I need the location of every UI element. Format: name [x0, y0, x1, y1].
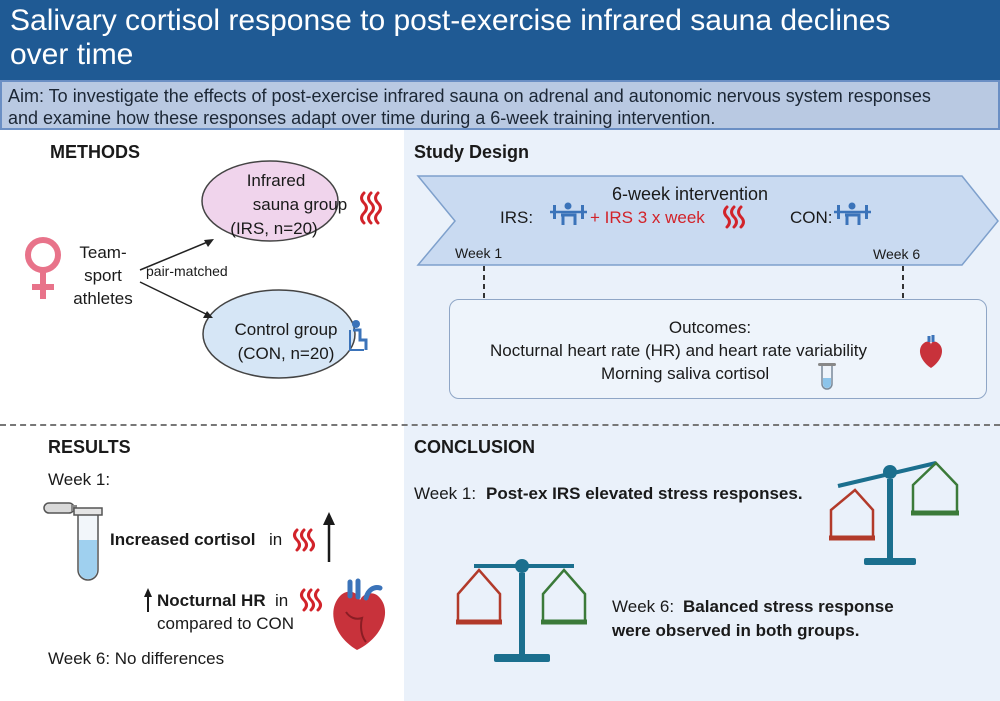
weightlifter-icon	[834, 202, 871, 225]
sauna-heat-icon	[723, 205, 745, 229]
nocturnal-hr-text: Nocturnal HR	[157, 591, 266, 610]
outcomes-title: Outcomes:	[668, 318, 752, 337]
results-week6-text: Week 6: No differences	[48, 649, 225, 668]
conclusion-week1-label: Week 1:	[414, 484, 477, 503]
conclusion-heading: CONCLUSION	[414, 437, 535, 457]
participants-line-2: sport	[84, 266, 122, 285]
conclusion-week1-text: Post-ex IRS elevated stress responses.	[486, 484, 803, 503]
pair-matched-label: pair-matched	[146, 263, 228, 279]
balance-scale-icon	[456, 559, 587, 662]
results-week1-label: Week 1:	[48, 470, 111, 489]
participants-line-1: Team-	[79, 243, 127, 262]
test-tube-icon	[43, 502, 103, 581]
con-arm-label: CON:	[790, 208, 833, 227]
page-title: Salivary cortisol response to post-exerc…	[10, 4, 891, 71]
irs-group-line-1: Infrared	[246, 171, 306, 190]
conclusion-week6-text-2: were observed in both groups.	[612, 621, 860, 640]
female-symbol-icon	[25, 237, 61, 299]
cortisol-in-text: in	[269, 530, 283, 549]
hr-in-text: in	[275, 591, 289, 610]
irs-group-ellipse	[201, 160, 339, 242]
control-group-line-1: Control group	[234, 320, 338, 339]
intervention-arrow	[416, 175, 999, 266]
results-heading: RESULTS	[48, 437, 131, 457]
sauna-heat-icon	[293, 528, 315, 552]
outcome-hr-hrv: Nocturnal heart rate (HR) and heart rate…	[490, 341, 867, 360]
arrow-up-icon	[323, 512, 335, 562]
intervention-label: 6-week intervention	[611, 184, 769, 204]
test-tube-icon	[818, 363, 836, 390]
study-design-heading: Study Design	[414, 142, 530, 162]
irs-group-line-3: (IRS, n=20)	[230, 219, 318, 238]
sauna-heat-icon	[360, 191, 382, 225]
pair-match-arrows	[139, 239, 214, 318]
week1-label: Week 1	[455, 245, 503, 261]
weightlifter-icon	[550, 202, 587, 225]
aim-line-1: Aim: To investigate the effects of post-…	[8, 86, 931, 106]
heart-icon	[919, 335, 943, 368]
conclusion-week6-label: Week 6:	[612, 597, 675, 616]
outcome-saliva-cortisol: Morning saliva cortisol	[601, 364, 770, 383]
seated-person-icon	[349, 320, 368, 351]
methods-heading: METHODS	[50, 142, 140, 162]
irs-arm-label: IRS:	[500, 208, 534, 227]
control-group-ellipse	[202, 289, 356, 379]
week6-label: Week 6	[873, 246, 921, 262]
participants-line-3: athletes	[73, 289, 133, 308]
outcomes-box	[449, 299, 987, 399]
irs-arm-sauna-label: + IRS 3 x week	[590, 208, 705, 227]
increased-cortisol-text: Increased cortisol	[110, 530, 256, 549]
irs-group-line-2: sauna group	[252, 195, 348, 214]
balance-scale-icon	[829, 461, 959, 565]
sauna-heat-icon	[300, 588, 322, 612]
conclusion-week6-text-1: Balanced stress response	[683, 597, 894, 616]
header-banner: Salivary cortisol response to post-exerc…	[0, 0, 1000, 80]
aim-banner: Aim: To investigate the effects of post-…	[0, 80, 1000, 130]
section-divider	[0, 424, 1000, 426]
heart-icon	[333, 578, 386, 650]
aim-line-2: and examine how these responses adapt ov…	[8, 108, 716, 128]
control-group-line-2: (CON, n=20)	[237, 344, 335, 363]
arrow-up-icon	[144, 588, 152, 612]
compared-to-con-text: compared to CON	[157, 614, 294, 633]
